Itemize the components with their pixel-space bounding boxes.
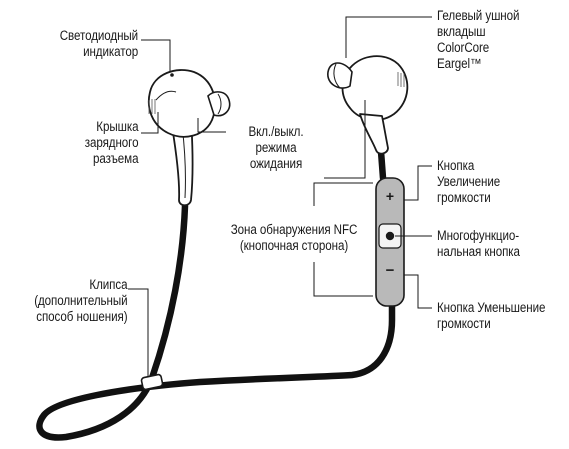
left-earbud-cover-seam bbox=[155, 90, 177, 101]
clip-shape bbox=[140, 373, 164, 391]
led-indicator-dot bbox=[170, 73, 174, 77]
left-earbud-body bbox=[147, 69, 216, 138]
callout-vol-down bbox=[404, 274, 432, 309]
left-eargel-groove bbox=[217, 93, 222, 115]
callout-lines bbox=[128, 16, 432, 376]
volume-down-symbol: − bbox=[385, 262, 395, 279]
label-eargel: Гелевый ушной вкладыш ColorCore Eargel™ bbox=[437, 8, 520, 71]
callout-clip bbox=[128, 288, 149, 376]
right-eargel-groove bbox=[333, 63, 341, 89]
label-clip: Клипса (дополнительный способ ношения) bbox=[33, 277, 127, 324]
right-earbud-body bbox=[341, 55, 409, 121]
callout-vol-up bbox=[404, 165, 432, 201]
callout-nfc bbox=[313, 182, 373, 206]
left-earbud-stem bbox=[170, 117, 194, 207]
callout-eargel bbox=[345, 16, 432, 58]
callout-standby bbox=[197, 118, 226, 133]
label-nfc-zone: Зона обнаружения NFC (кнопочная сторона) bbox=[230, 222, 358, 253]
label-charge-cover: Крышка зарядного разъема bbox=[84, 119, 138, 166]
callout-led bbox=[141, 39, 171, 72]
right-eargel bbox=[327, 62, 353, 89]
right-earbud-stem bbox=[359, 113, 389, 155]
callout-charge-cover bbox=[141, 112, 159, 134]
callout-standby-right bbox=[324, 100, 366, 179]
label-volume-up: Кнопка Увеличение громкости bbox=[437, 158, 501, 205]
label-multifunction-button: Многофункцио- нальная кнопка bbox=[437, 228, 520, 259]
left-brand-mark bbox=[148, 99, 156, 114]
label-volume-down: Кнопка Уменьшение громкости bbox=[437, 300, 546, 331]
label-standby: Вкл./выкл. режима ожидания bbox=[248, 124, 304, 171]
left-eargel bbox=[207, 91, 231, 117]
volume-up-symbol: + bbox=[385, 188, 395, 204]
label-led-indicator: Светодиодный индикатор bbox=[59, 28, 138, 59]
multifunction-button-dot bbox=[385, 231, 395, 241]
callout-nfc-bottom bbox=[313, 262, 373, 297]
neckband-cable bbox=[36, 202, 396, 441]
right-brand-mark bbox=[397, 72, 405, 87]
